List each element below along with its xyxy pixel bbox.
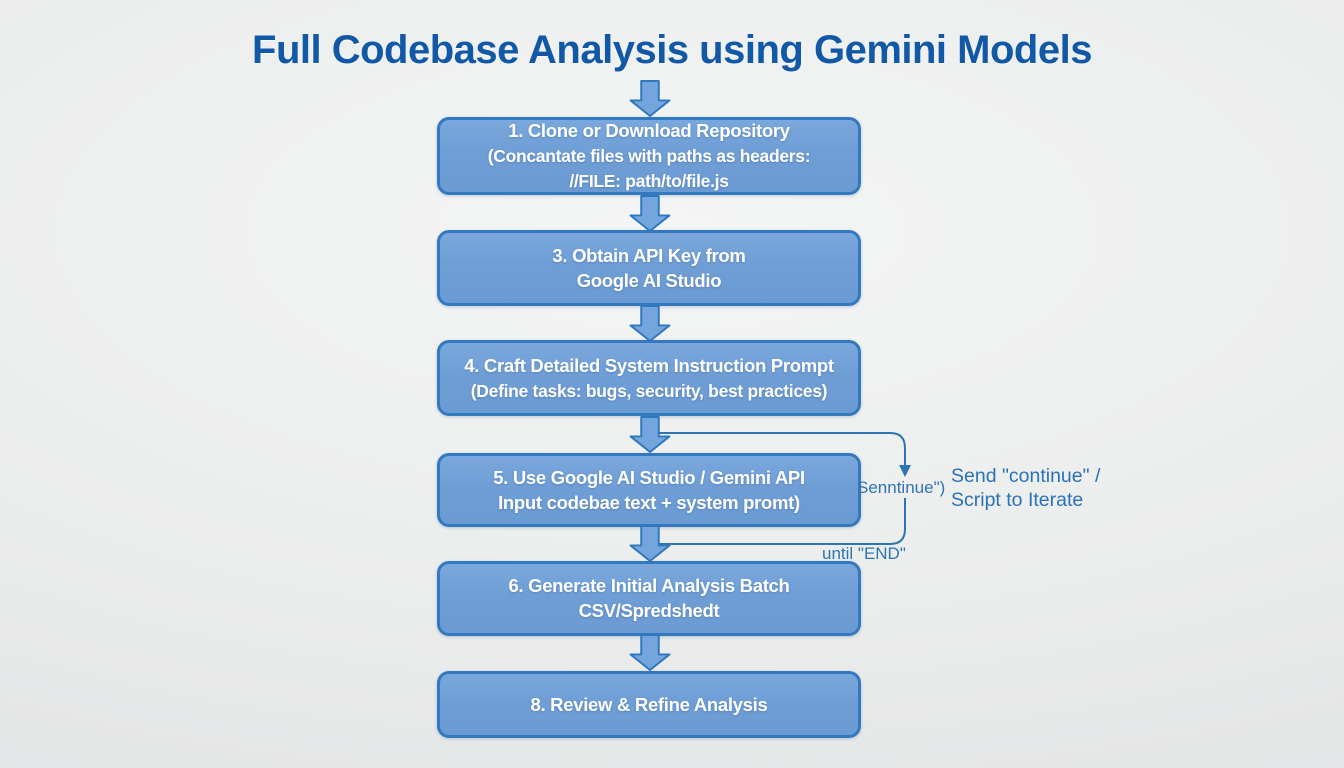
iterate-loop-connector bbox=[650, 432, 911, 545]
down-block-arrow-icon bbox=[629, 634, 671, 671]
step-box-line: 1. Clone or Download Repository bbox=[508, 120, 790, 141]
loop-until-label: until "END" bbox=[822, 544, 906, 563]
down-block-arrow-icon bbox=[629, 305, 671, 342]
step-box-generate-analysis: 6. Generate Initial Analysis Batch CSV/S… bbox=[437, 561, 861, 636]
step-box-line: 5. Use Google AI Studio / Gemini API bbox=[493, 466, 805, 488]
loop-inline-label: Senntinue") bbox=[857, 478, 946, 497]
page-title: Full Codebase Analysis using Gemini Mode… bbox=[252, 28, 1092, 72]
step-box-line: (Define tasks: bugs, security, best prac… bbox=[470, 380, 828, 401]
step-box-craft-prompt: 4. Craft Detailed System Instruction Pro… bbox=[437, 340, 861, 416]
step-box-obtain-api-key: 3. Obtain API Key from Google AI Studio bbox=[437, 230, 861, 306]
step-box-line: 4. Craft Detailed System Instruction Pro… bbox=[464, 354, 834, 376]
step-box-line: 6. Generate Initial Analysis Batch bbox=[508, 575, 790, 596]
loop-side-label-line2: Script to Iterate bbox=[951, 489, 1084, 511]
loop-side-label-line1: Send "continue" / bbox=[951, 465, 1101, 487]
step-box-line: CSV/Spredshedt bbox=[578, 600, 720, 621]
down-block-arrow-icon bbox=[629, 416, 671, 453]
step-box-line: Input codebae text + system promt) bbox=[498, 491, 800, 513]
down-block-arrow-icon bbox=[629, 525, 671, 562]
loop-side-label: Send "continue" / Script to Iterate bbox=[951, 464, 1100, 512]
down-block-arrow-icon bbox=[629, 80, 671, 117]
step-box-line: Google AI Studio bbox=[576, 269, 722, 291]
step-box-line: //FILE: path/to/file.js bbox=[569, 171, 729, 191]
step-box-line: (Concantate files with paths as headers: bbox=[487, 146, 811, 166]
down-block-arrow-icon bbox=[629, 195, 671, 232]
step-box-review-refine: 8. Review & Refine Analysis bbox=[437, 671, 861, 738]
step-box-clone-repository: 1. Clone or Download Repository (Concant… bbox=[437, 117, 861, 195]
step-box-use-gemini-api: 5. Use Google AI Studio / Gemini API Inp… bbox=[437, 453, 861, 527]
loop-arrowhead-icon bbox=[899, 465, 911, 477]
step-box-line: 8. Review & Refine Analysis bbox=[530, 693, 768, 715]
step-box-line: 3. Obtain API Key from bbox=[552, 244, 746, 266]
